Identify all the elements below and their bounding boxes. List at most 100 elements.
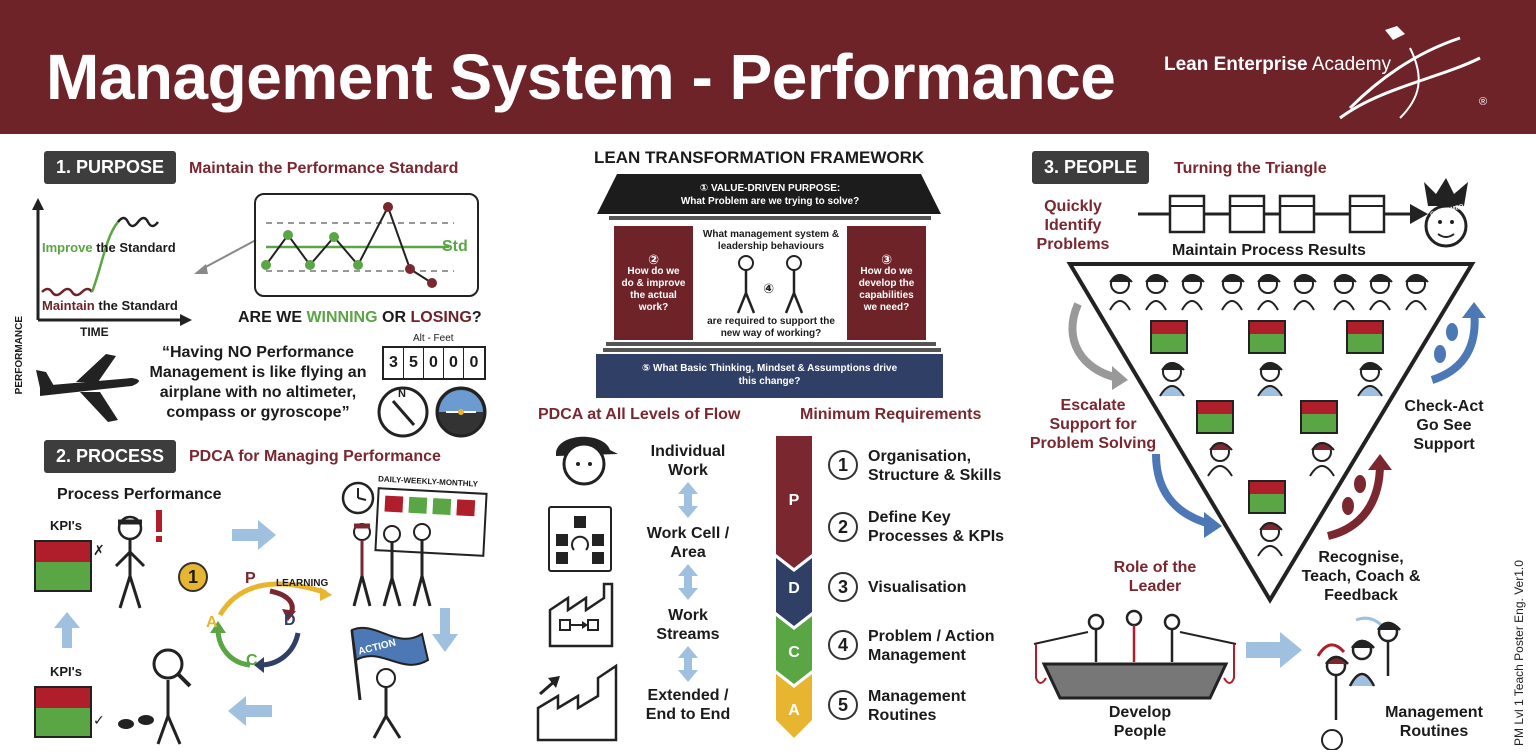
- left-pillar: ② How do we do & improve the actual work…: [614, 226, 693, 340]
- roof-text: ① VALUE-DRIVEN PURPOSE:What Problem are …: [680, 183, 860, 207]
- extended-flow-icon: [536, 663, 618, 742]
- req-number: 3: [828, 572, 858, 602]
- airplane-icon: [36, 354, 139, 422]
- winning-losing-question: ARE WE WINNING OR LOSING?: [238, 309, 482, 326]
- triangle-kpi-chart: [1150, 320, 1188, 354]
- left-arrow-icon: [228, 696, 272, 726]
- worker-row: [1109, 274, 1429, 311]
- minimum-heading: Minimum Requirements: [800, 406, 982, 423]
- updown-arrow-icon: [678, 646, 698, 682]
- improve-standard-label: Improve the Standard: [42, 240, 176, 255]
- pdca-seg-d: D: [788, 580, 800, 597]
- kpi-x-mark: ✗: [93, 542, 105, 558]
- pdca-levels-heading: PDCA at All Levels of Flow: [538, 406, 741, 423]
- compass-icon: [377, 386, 429, 438]
- base-line-top: [606, 342, 936, 346]
- level-work-streams: Work Streams: [656, 607, 720, 643]
- pdca-cycle-icon: [210, 581, 332, 673]
- people-heading: Turning the Triangle: [1174, 160, 1327, 177]
- compass-letter: N: [398, 388, 406, 400]
- brand-bold: Lean Enterprise: [1164, 54, 1308, 75]
- std-label: Std: [442, 238, 468, 255]
- req-number: 4: [828, 630, 858, 660]
- framework-base: ⑤ What Basic Thinking, Mindset & Assumpt…: [596, 354, 943, 398]
- down-arrow-icon: [432, 608, 458, 652]
- std-run-chart: [261, 202, 454, 288]
- alt-digit: 5: [404, 348, 424, 378]
- develop-to-routines-arrow-icon: [1246, 632, 1302, 668]
- escalate-grey-arrow-icon: [1068, 302, 1128, 390]
- develop-people-label: Develop People: [1108, 704, 1172, 740]
- triangle-kpi-chart: [1346, 320, 1384, 354]
- boat-fishing-team: [1033, 609, 1237, 700]
- academy-logo-icon: [1339, 26, 1481, 120]
- clock-icon: [341, 481, 375, 515]
- pointer-arrow-icon: [194, 239, 257, 274]
- req-number: 1: [828, 450, 858, 480]
- header-banner: [0, 0, 1536, 134]
- process-heading: PDCA for Managing Performance: [189, 448, 441, 465]
- alt-digit: 0: [444, 348, 464, 378]
- pdca-seg-a: A: [788, 702, 800, 719]
- triangle-kpi-chart: [1300, 400, 1338, 434]
- kpi-top-label: KPI's: [50, 518, 82, 533]
- alt-digit: 3: [384, 348, 404, 378]
- center-top-text: What management system & leadership beha…: [702, 229, 840, 252]
- management-routines-figures: [1316, 616, 1401, 750]
- kpi-check-mark: ✓: [93, 712, 105, 728]
- role-leader-label: Role of the Leader: [1113, 559, 1197, 595]
- process-badge: 2. PROCESS: [44, 440, 177, 473]
- req-management-routines: Management Routines: [868, 688, 966, 724]
- version-label: PM Lvl 1 Teach Poster Eng. Ver1.0: [1512, 560, 1526, 746]
- purpose-badge: 1. PURPOSE: [44, 151, 177, 184]
- step-one-badge: 1: [178, 562, 208, 592]
- triangle-kpi-chart: [1248, 320, 1286, 354]
- center-number: ④: [763, 281, 775, 296]
- std-chart-box: [254, 193, 479, 297]
- center-bottom-text: are required to support the new way of w…: [707, 316, 835, 339]
- alt-digit: 0: [469, 354, 479, 371]
- footprints-icon: [118, 715, 154, 729]
- brand-name: Lean Enterprise Academy: [1164, 54, 1391, 76]
- page-title: Management System - Performance: [46, 41, 1116, 113]
- altimeter-label: Alt - Feet: [413, 333, 454, 344]
- req-number: 5: [828, 690, 858, 720]
- learning-label: LEARNING: [276, 578, 329, 589]
- value-stream-flow: [1138, 194, 1428, 234]
- req-problem-action: Problem / Action Management: [868, 628, 995, 664]
- pdca-p-letter: P: [245, 570, 256, 587]
- axis-time-label: TIME: [80, 325, 109, 339]
- purpose-heading: Maintain the Performance Standard: [189, 160, 459, 177]
- team-at-board-figures: [352, 523, 432, 607]
- triangle-kpi-chart: [1196, 400, 1234, 434]
- altimeter-readout: 3 5 0 0 0: [382, 346, 486, 380]
- people-badge: 3. PEOPLE: [1032, 151, 1150, 184]
- req-number: 2: [828, 512, 858, 542]
- performance-time-graph: [32, 198, 192, 326]
- customer-king-icon: [1424, 178, 1468, 248]
- leaders-figures: [736, 255, 804, 314]
- kpi-bottom-label: KPI's: [50, 664, 82, 679]
- brand-light: Academy: [1311, 54, 1392, 75]
- escalate-label: Escalate Support for Problem Solving: [1029, 397, 1157, 452]
- right-pillar: ③ How do we develop the capabilities we …: [847, 226, 926, 340]
- framework-title: LEAN TRANSFORMATION FRAMEWORK: [594, 148, 925, 167]
- management-routines-label: Management Routines: [1385, 704, 1483, 740]
- framework-roof: [597, 174, 941, 220]
- right-arrow-icon: [232, 520, 276, 550]
- kpi-chart-bottom: [34, 686, 92, 738]
- pdca-c-letter: C: [246, 652, 258, 669]
- check-act-label: Check-Act Go See Support: [1404, 398, 1484, 453]
- base-line-bottom: [603, 348, 941, 352]
- req-key-processes: Define Key Processes & KPIs: [868, 509, 1005, 545]
- pdca-a-letter: A: [206, 614, 218, 631]
- work-streams-icon: [548, 582, 614, 648]
- quickly-identify-label: Quickly Identify Problems: [1036, 198, 1110, 253]
- blue-footprints-icon: [1434, 323, 1458, 363]
- pdca-seg-p: P: [788, 492, 800, 509]
- individual-work-icon: [556, 436, 618, 486]
- kpi-chart-top: [34, 540, 92, 592]
- maintain-standard-label: Maintain the Standard: [42, 298, 178, 313]
- recognise-label: Recognise, Teach, Coach & Feedback: [1301, 549, 1421, 604]
- recognise-red-arrow-icon: [1326, 454, 1392, 540]
